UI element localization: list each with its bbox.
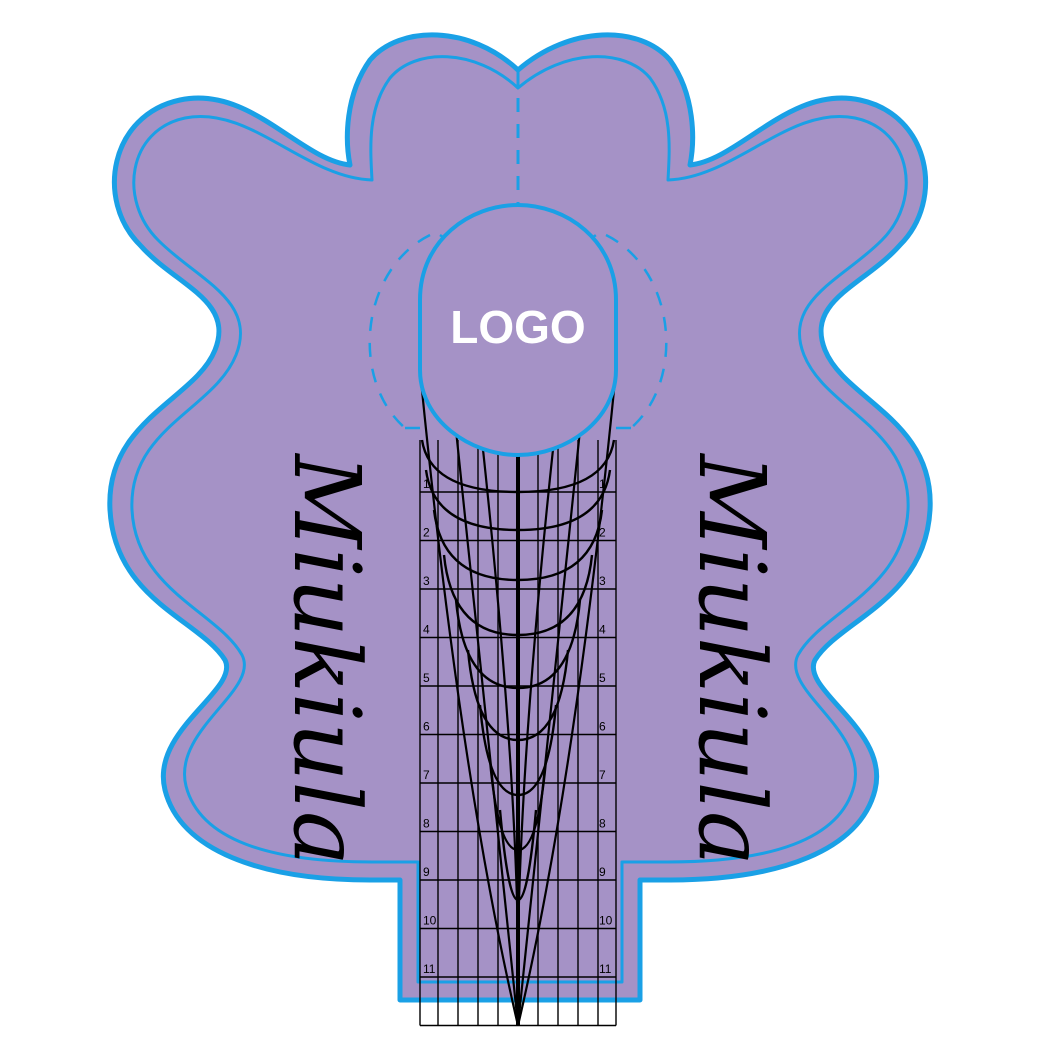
smile-line-curve	[432, 509, 604, 582]
scale-number-left: 1	[423, 477, 430, 491]
smile-line-curve	[498, 809, 538, 902]
smile-line-curve	[466, 649, 570, 742]
nail-shape-line	[516, 369, 618, 1026]
scale-number-right: 7	[599, 768, 606, 782]
logo-capsule	[418, 202, 618, 458]
scale-number-right: 6	[599, 720, 606, 734]
scale-number-right: 11	[599, 962, 612, 976]
scale-number-left: 9	[423, 865, 430, 879]
scale-number-left: 4	[423, 623, 430, 637]
brand-name-right: Miukiula	[678, 452, 785, 866]
scale-number-left: 6	[423, 720, 430, 734]
cuticle-guide-dashed-left	[368, 233, 431, 429]
scale-number-right: 1	[599, 477, 606, 491]
smile-line-curve	[424, 469, 612, 532]
scale-number-left: 10	[423, 914, 437, 928]
scale-number-right: 8	[599, 817, 606, 831]
scale-number-left: 3	[423, 574, 430, 588]
brand-name-left: Miukiula	[273, 452, 380, 866]
cuticle-guide-dashed-right	[605, 233, 668, 429]
scale-number-left: 8	[423, 817, 430, 831]
smile-line-curve	[478, 704, 558, 797]
scale-number-right: 3	[599, 574, 606, 588]
smile-line-curve	[488, 759, 548, 852]
logo-label: LOGO	[450, 301, 585, 353]
nail-shape-line	[418, 369, 520, 1026]
scale-number-left: 11	[423, 962, 436, 976]
scale-number-left: 5	[423, 671, 430, 685]
scale-number-right: 9	[599, 865, 606, 879]
nail-shape-line	[516, 439, 556, 1026]
nail-shape-curves	[418, 369, 618, 1026]
smile-line-curve	[442, 554, 594, 637]
scale-number-left: 2	[423, 526, 430, 540]
scale-number-right: 4	[599, 623, 606, 637]
smile-line-curve	[454, 599, 582, 690]
scale-number-right: 5	[599, 671, 606, 685]
smile-line-curve	[420, 439, 616, 494]
scale-number-right: 2	[599, 526, 606, 540]
scale-number-right: 10	[599, 914, 613, 928]
scale-number-left: 7	[423, 768, 430, 782]
